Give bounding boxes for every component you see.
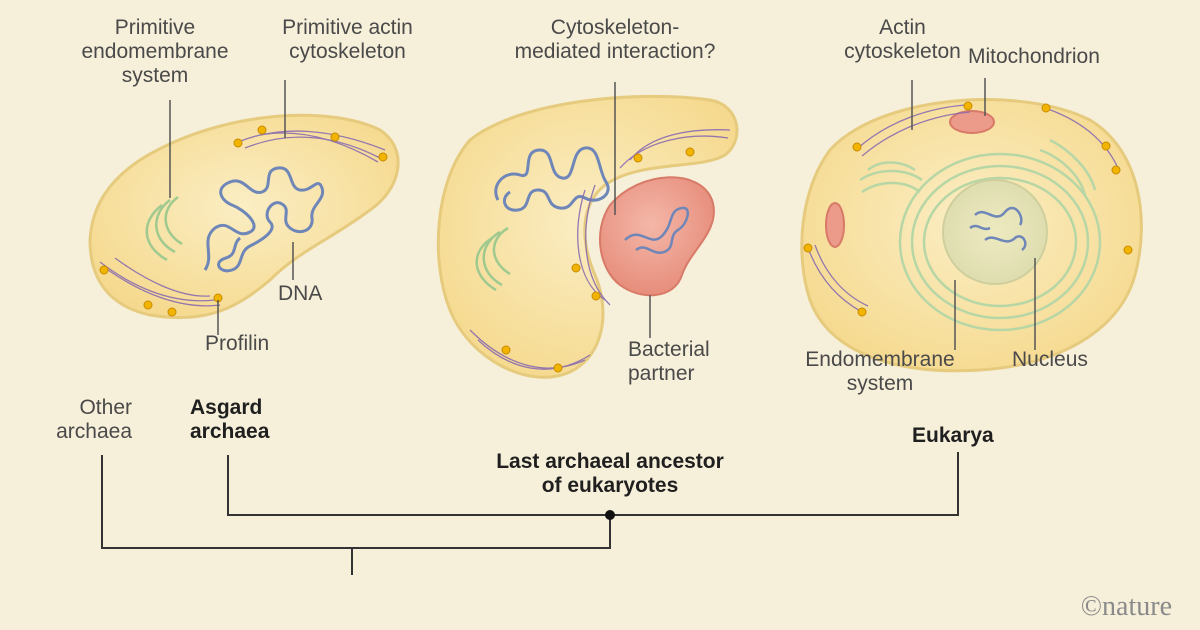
tree-label-last-ancestor: Last archaeal ancestor of eukaryotes — [496, 450, 724, 497]
ancestor-profilin-dots — [501, 147, 695, 373]
asgard-profilin-dots — [99, 125, 388, 317]
ancestor-cell — [436, 94, 739, 379]
label-endomembrane-system: Endomembrane system — [805, 348, 955, 395]
eukaryote-cell — [800, 98, 1143, 373]
nucleus-dna — [969, 206, 1027, 251]
tree-label-eukarya: Eukarya — [912, 424, 994, 447]
bacterial-partner-cell — [598, 176, 715, 297]
label-dna: DNA — [278, 282, 323, 305]
label-primitive-actin: Primitive actin cytoskeleton — [282, 16, 413, 63]
last-ancestor-node — [605, 510, 615, 520]
ancestor-dna — [494, 146, 610, 212]
label-primitive-endomembrane: Primitive endomembrane system — [81, 16, 229, 87]
label-nucleus: Nucleus — [1012, 348, 1088, 371]
asgard-dna — [203, 166, 325, 273]
bacterial-dna — [624, 206, 690, 254]
mitochondrion-shape — [949, 110, 995, 134]
nature-credit: ©nature — [1080, 591, 1172, 622]
phylogenetic-tree — [101, 452, 959, 575]
leader-lines — [169, 78, 1036, 350]
nucleus-shape — [942, 179, 1048, 285]
asgard-archaeon-cell — [88, 113, 400, 320]
eukaryote-endomembrane — [859, 138, 1102, 332]
eukaryote-profilin-dots — [803, 101, 1133, 317]
label-profilin: Profilin — [205, 332, 270, 355]
asgard-endomembrane — [145, 195, 183, 262]
ancestor-endomembrane — [475, 226, 511, 292]
tree-other-archaea-branch — [101, 455, 353, 575]
eukaryote-actin-filaments — [807, 104, 1119, 313]
tree-ancestor-stem — [352, 515, 611, 549]
tree-asgard-branch — [227, 452, 959, 516]
tree-label-asgard-archaea: Asgard archaea — [190, 396, 270, 443]
label-cytoskeleton-mediated: Cytoskeleton- mediated interaction? — [514, 16, 716, 63]
label-bacterial-partner: Bacterial partner — [628, 338, 710, 385]
asgard-cell-membrane — [88, 113, 400, 320]
asgard-actin-filaments — [99, 130, 386, 307]
ancestor-cell-membrane — [436, 94, 739, 379]
label-mitochondrion: Mitochondrion — [968, 45, 1100, 68]
mitochondrion-shape-2 — [825, 202, 845, 248]
tree-label-other-archaea: Other archaea — [56, 396, 132, 443]
label-actin-cytoskeleton: Actin cytoskeleton — [844, 16, 961, 63]
